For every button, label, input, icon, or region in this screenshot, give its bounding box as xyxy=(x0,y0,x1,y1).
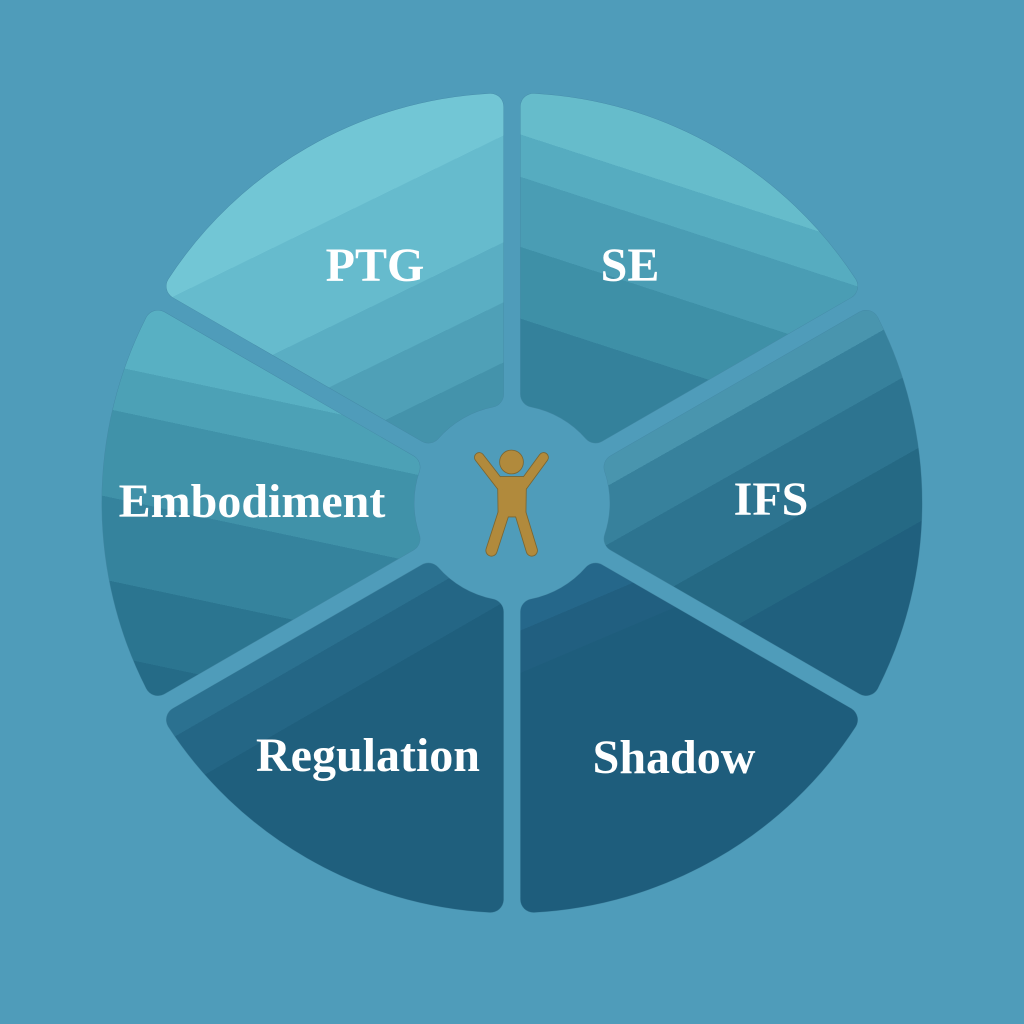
svg-text:Shadow: Shadow xyxy=(593,731,756,784)
svg-text:Regulation: Regulation xyxy=(256,729,480,782)
svg-text:PTG: PTG xyxy=(326,239,425,292)
svg-text:SE: SE xyxy=(601,239,660,292)
svg-text:IFS: IFS xyxy=(734,473,809,526)
svg-text:Embodiment: Embodiment xyxy=(119,475,386,528)
